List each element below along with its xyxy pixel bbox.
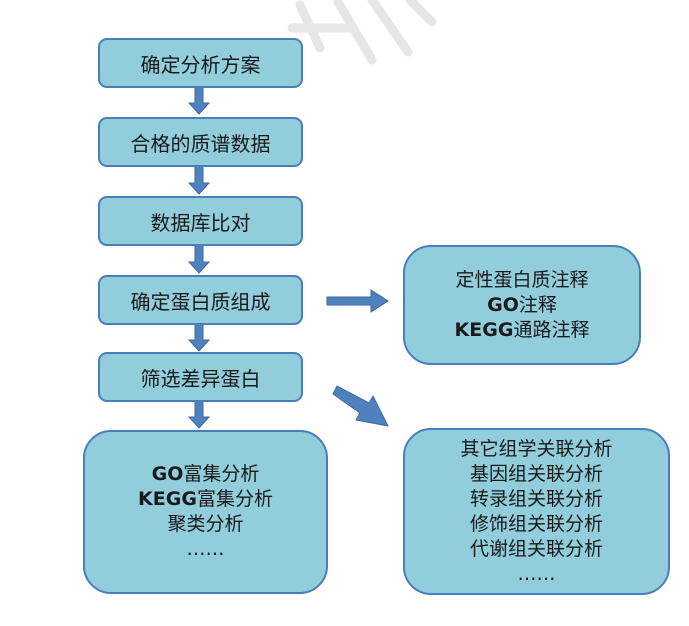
down-arrow bbox=[187, 244, 211, 274]
enrichment-analysis-box: GO富集分析 KEGG富集分析 聚类分析 …… bbox=[83, 430, 328, 594]
right-arrow bbox=[326, 289, 389, 313]
association-line: 其它组学关联分析 bbox=[460, 437, 613, 460]
step-box-protein-composition: 确定蛋白质组成 bbox=[98, 275, 303, 325]
step-label: 数据库比对 bbox=[150, 210, 251, 235]
step-label: 确定蛋白质组成 bbox=[130, 289, 271, 314]
step-box-differential-proteins: 筛选差异蛋白 bbox=[98, 352, 303, 402]
omics-association-box: 其它组学关联分析 基因组关联分析 转录组关联分析 修饰组关联分析 代谢组关联分析… bbox=[403, 428, 670, 595]
association-line: 转录组关联分析 bbox=[469, 487, 603, 510]
enrichment-line: KEGG富集分析 bbox=[138, 488, 273, 510]
enrichment-line: …… bbox=[186, 538, 225, 560]
annotation-line: KEGG通路注释 bbox=[454, 318, 590, 341]
step-label: 确定分析方案 bbox=[140, 52, 261, 77]
association-line: …… bbox=[517, 562, 556, 585]
down-arrow bbox=[187, 400, 211, 429]
annotation-box: 定性蛋白质注释 GO注释 KEGG通路注释 bbox=[403, 245, 641, 365]
down-arrow bbox=[187, 86, 211, 115]
step-box-database-search: 数据库比对 bbox=[98, 196, 303, 246]
step-box-analysis-plan: 确定分析方案 bbox=[98, 38, 303, 88]
association-line: 代谢组关联分析 bbox=[469, 537, 603, 560]
diagonal-arrow bbox=[332, 385, 389, 427]
annotation-line: GO注释 bbox=[487, 293, 557, 316]
step-label: 合格的质谱数据 bbox=[130, 131, 271, 156]
step-label: 筛选差异蛋白 bbox=[140, 366, 261, 391]
enrichment-line: GO富集分析 bbox=[151, 463, 260, 485]
down-arrow bbox=[187, 323, 211, 352]
enrichment-line: 聚类分析 bbox=[167, 513, 244, 535]
step-box-ms-data: 合格的质谱数据 bbox=[98, 117, 303, 167]
down-arrow bbox=[187, 165, 211, 195]
association-line: 基因组关联分析 bbox=[469, 462, 603, 485]
association-line: 修饰组关联分析 bbox=[469, 512, 603, 535]
annotation-line: 定性蛋白质注释 bbox=[455, 268, 589, 291]
